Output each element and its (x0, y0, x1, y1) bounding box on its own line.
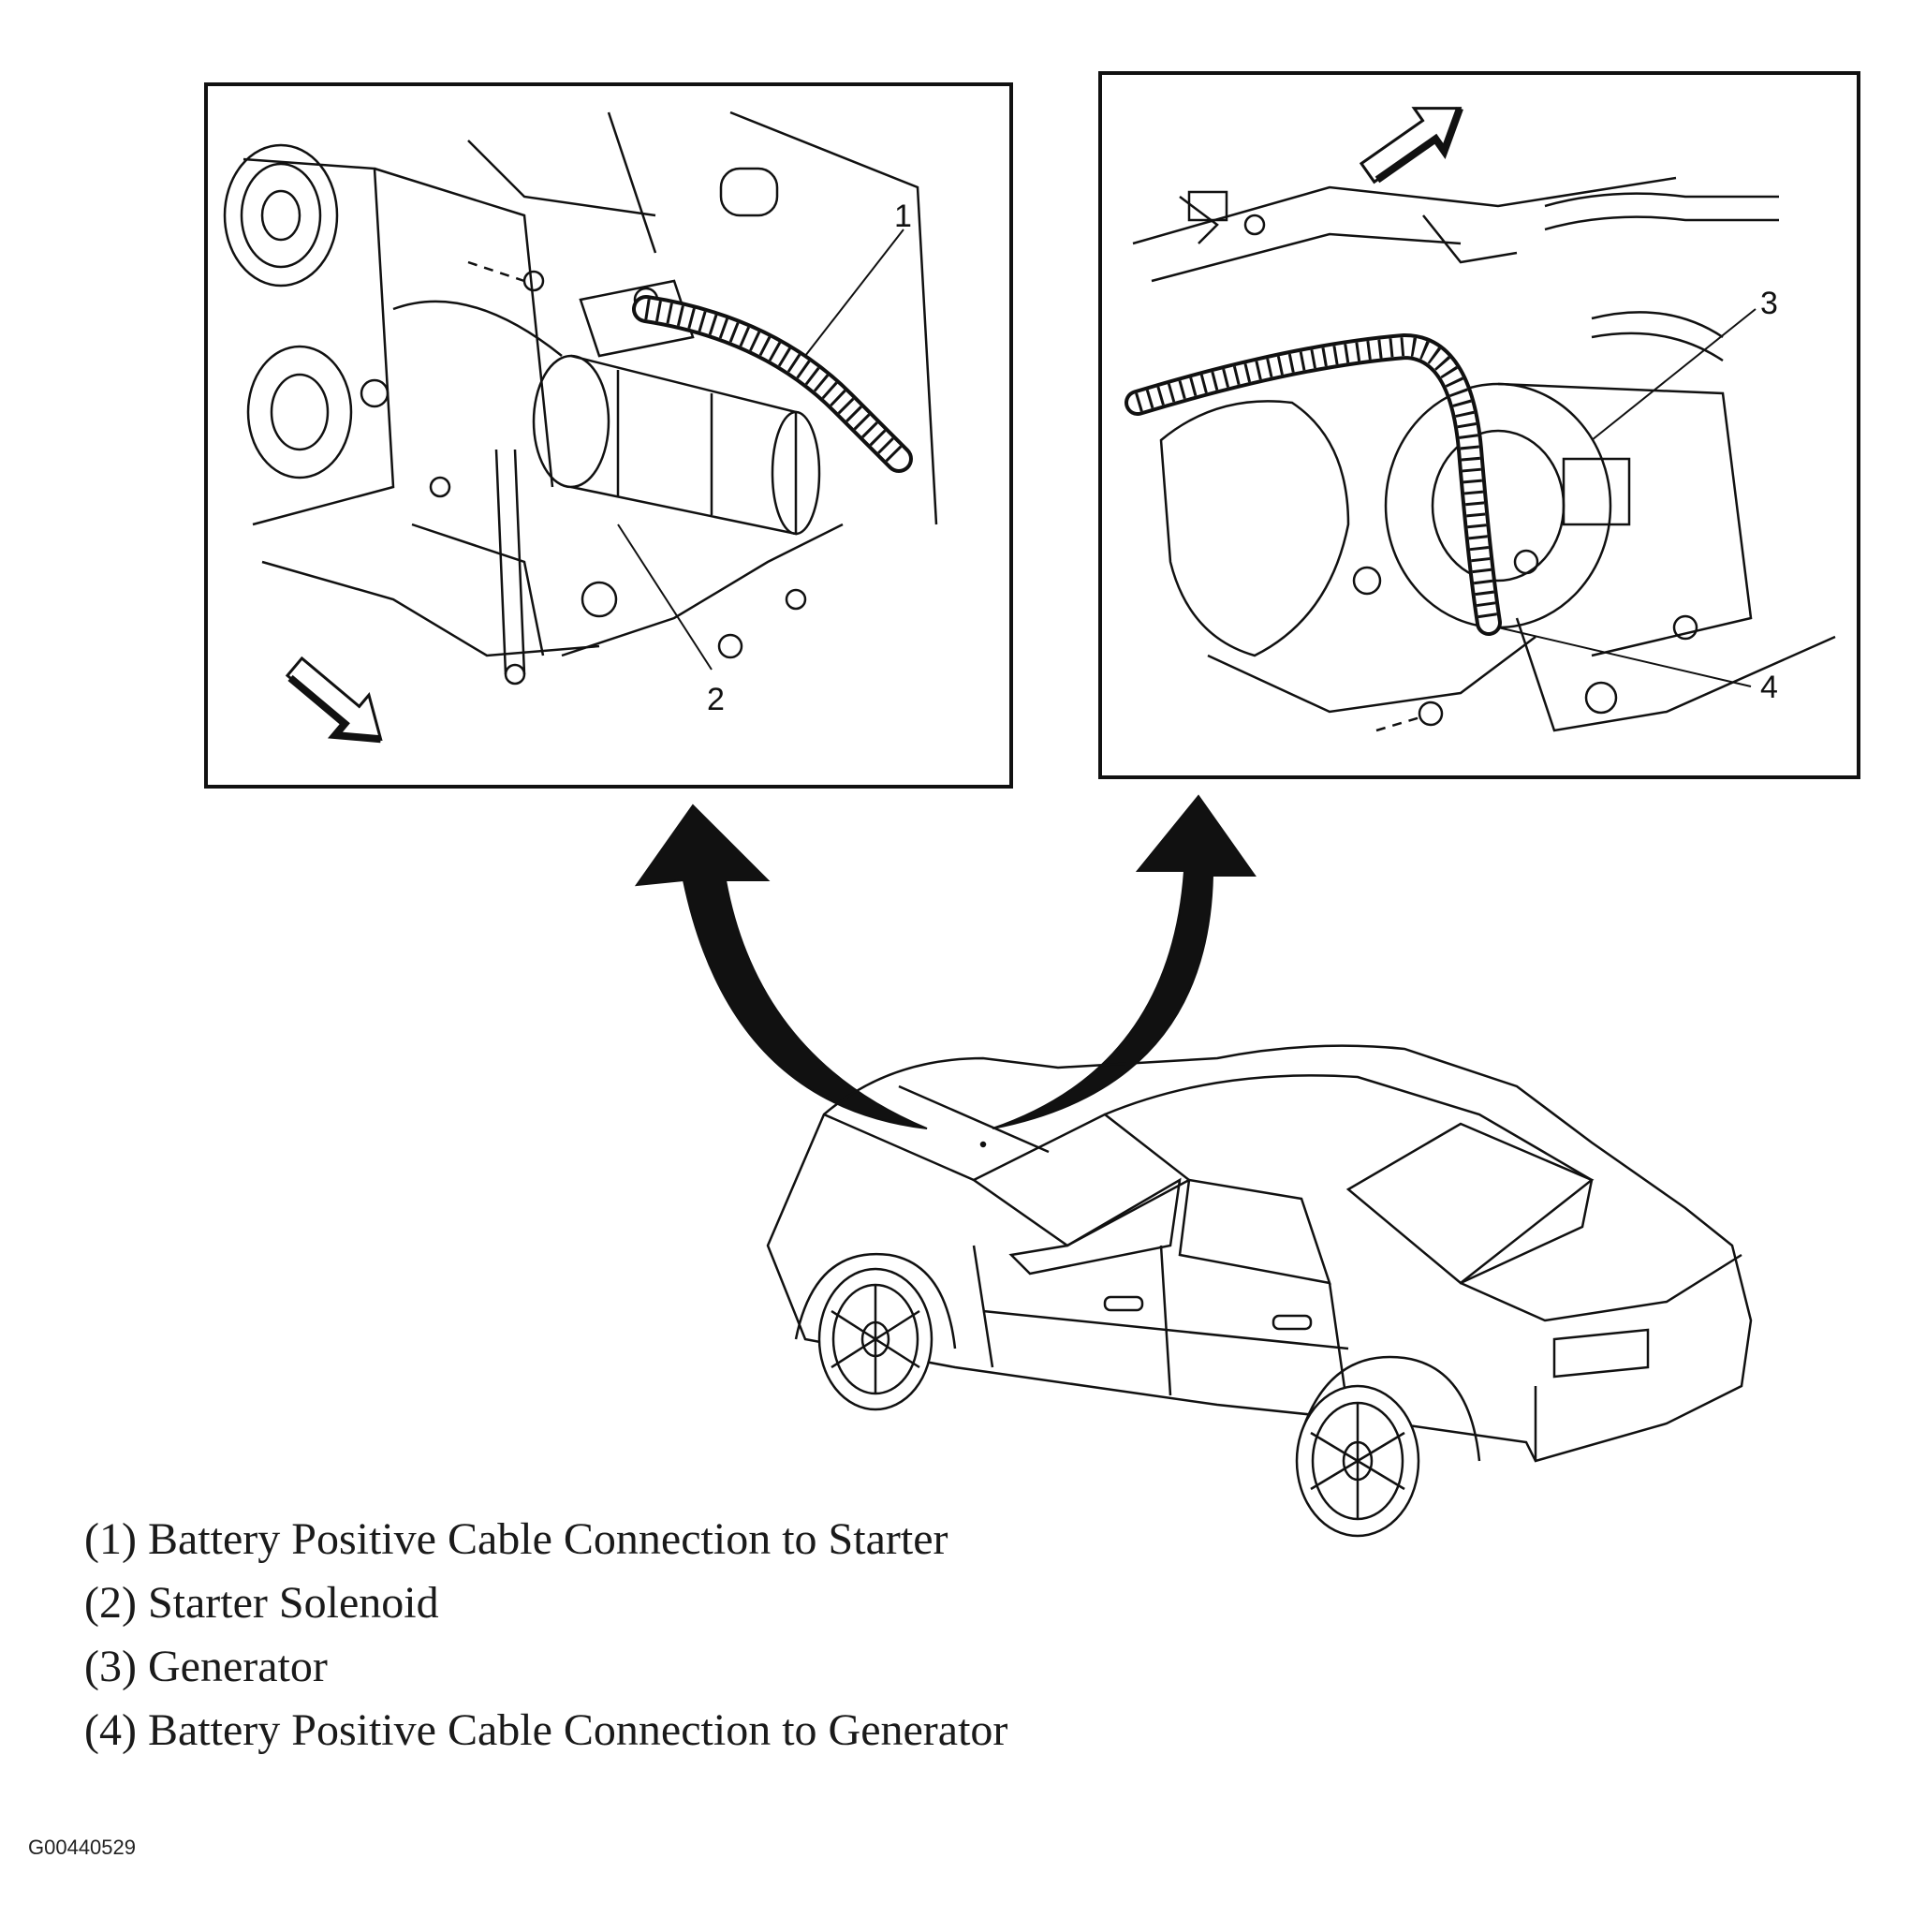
callout-4: 4 (1760, 670, 1778, 705)
arrow-icon (285, 656, 383, 744)
legend-item-4: (4) Battery Positive Cable Connection to… (84, 1705, 1008, 1755)
callout-4-leader (1497, 627, 1752, 687)
legend-item-2: (2) Starter Solenoid (84, 1578, 439, 1628)
battery-positive-cable-starter (632, 295, 913, 473)
starter-line-art (223, 111, 938, 686)
callout-3: 3 (1760, 286, 1778, 321)
vehicle-illustration (766, 1044, 1753, 1538)
callout-1-leader (804, 229, 904, 357)
starter-detail-panel: 1 2 (204, 82, 1013, 789)
figure-id: G00440529 (28, 1836, 136, 1859)
legend-item-3: (3) Generator (84, 1642, 328, 1691)
callout-2: 2 (707, 682, 725, 717)
legend-item-1: (1) Battery Positive Cable Connection to… (84, 1514, 948, 1564)
callout-3-leader (1591, 308, 1757, 441)
curved-arrow-icon (634, 794, 1257, 1129)
arrow-icon (1359, 107, 1463, 184)
battery-positive-cable-generator (1125, 332, 1502, 636)
callout-1: 1 (894, 199, 912, 234)
generator-detail-panel: 3 4 (1098, 71, 1860, 779)
callout-2-leader (617, 524, 713, 671)
legend: (1) Battery Positive Cable Connection to… (84, 1508, 1007, 1762)
